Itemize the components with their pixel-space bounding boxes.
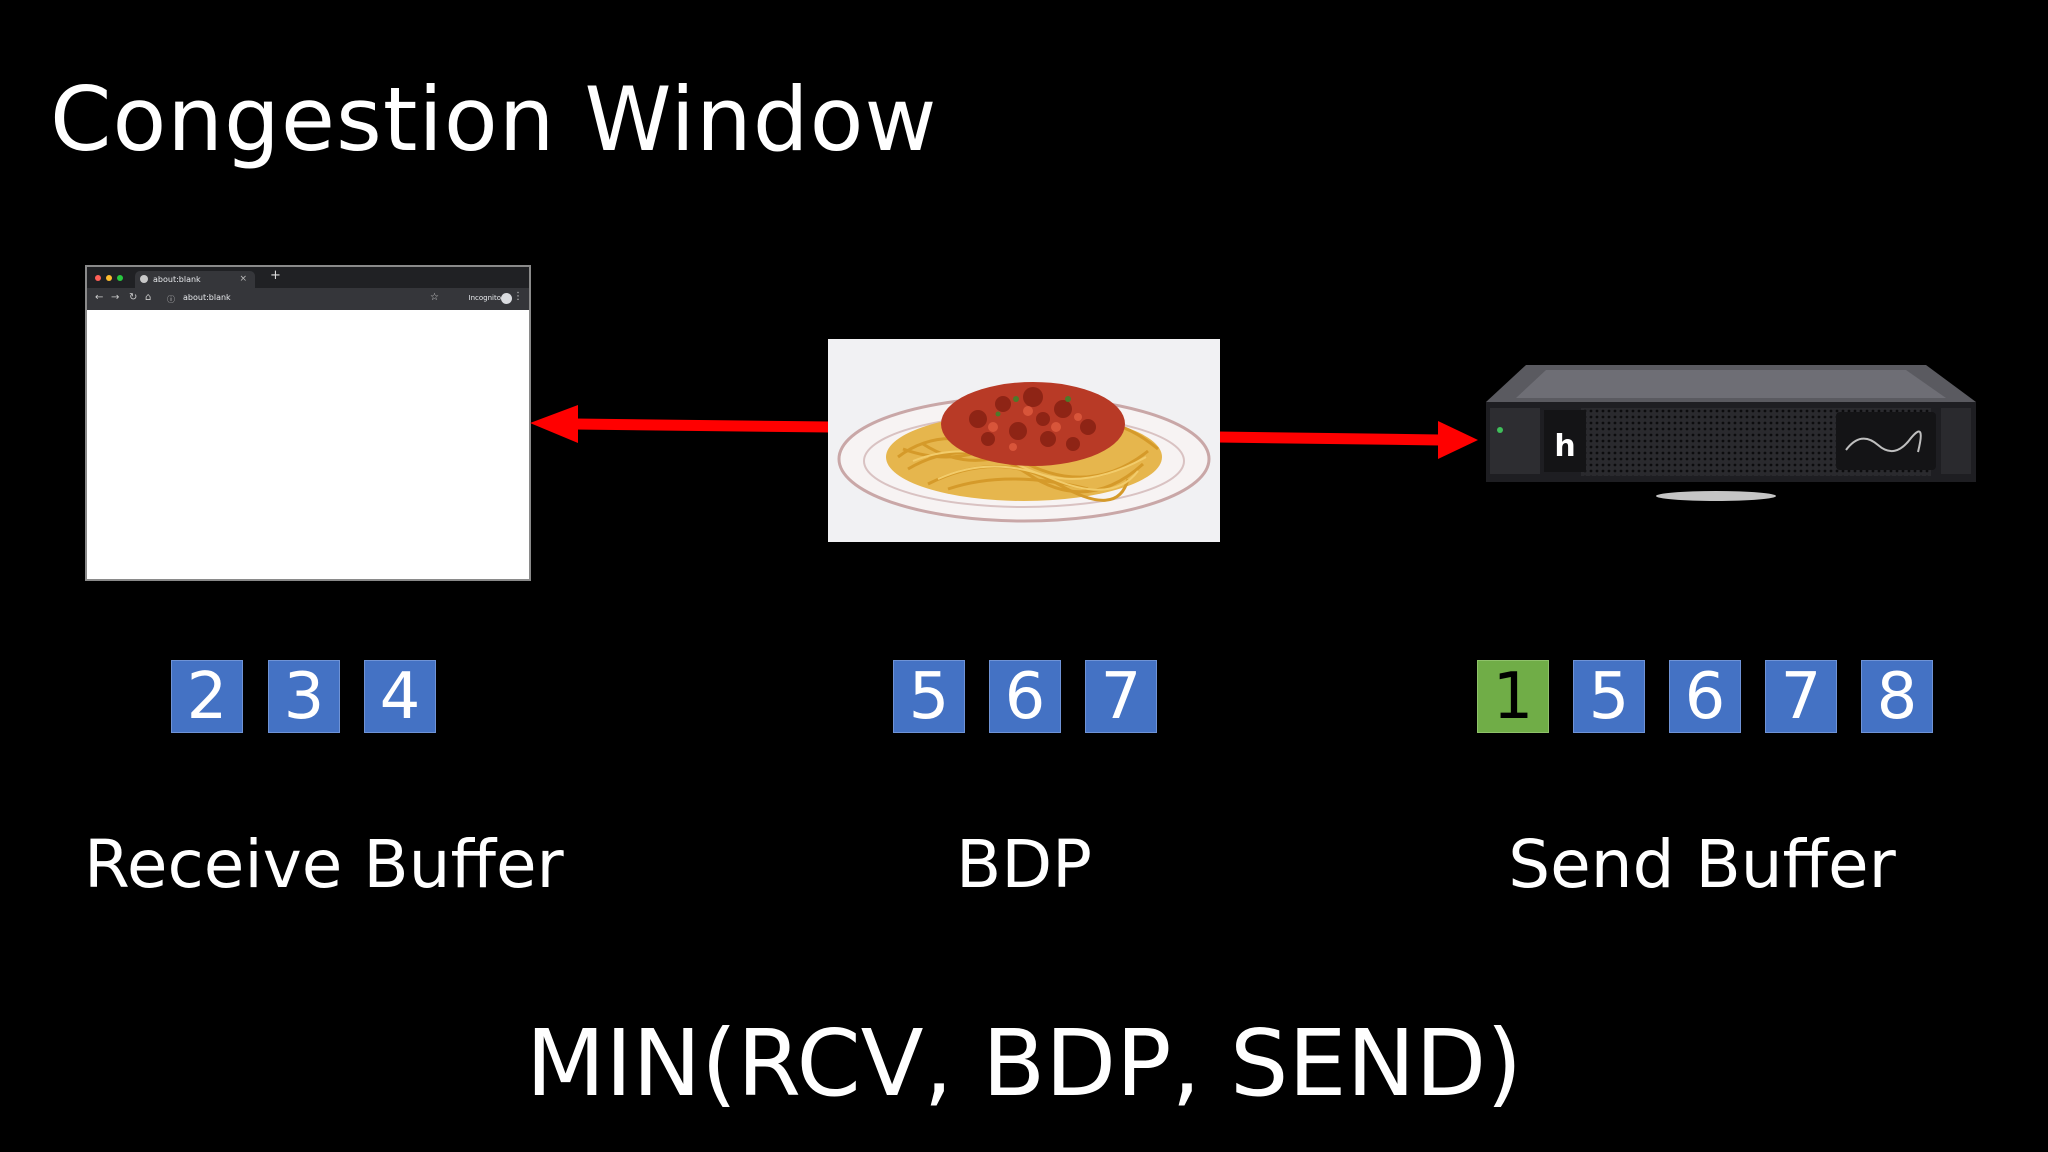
browser-window-image: about:blank × + ← → ↻ ⌂ ⓘ about:blank ☆ … — [85, 265, 531, 581]
reload-icon: ↻ — [129, 292, 138, 303]
send-buffer-label: Send Buffer — [1508, 826, 1896, 903]
maximize-dot-icon — [117, 275, 123, 281]
arrow-to-receive-buffer — [530, 405, 831, 443]
bdp-packet-box: 6 — [989, 660, 1061, 734]
browser-url: about:blank — [183, 293, 231, 302]
spaghetti-plate-image — [828, 339, 1220, 542]
svg-text:h: h — [1554, 429, 1575, 464]
browser-tab-bar: about:blank × + — [87, 267, 529, 288]
browser-tab: about:blank × — [135, 271, 255, 288]
browser-toolbar: ← → ↻ ⌂ ⓘ about:blank ☆ Incognito ⋮ — [87, 288, 529, 310]
bdp-packet-box: 7 — [1085, 660, 1157, 734]
menu-icon: ⋮ — [513, 291, 523, 302]
receive-packet-box: 3 — [268, 660, 340, 734]
forward-icon: → — [111, 292, 120, 303]
bdp-packet-box: 5 — [893, 660, 965, 734]
incognito-label: Incognito — [468, 294, 501, 302]
receive-buffer-label: Receive Buffer — [84, 826, 564, 903]
globe-icon — [140, 275, 148, 283]
receive-packet-box: 4 — [364, 660, 436, 734]
home-icon: ⌂ — [145, 292, 152, 303]
receive-packet-box: 2 — [171, 660, 243, 734]
new-tab-icon: + — [270, 268, 281, 283]
tab-close-icon: × — [239, 274, 247, 284]
minimize-dot-icon — [106, 275, 112, 281]
send-packet-box: 7 — [1765, 660, 1837, 734]
send-packet-box: 5 — [1573, 660, 1645, 734]
send-packet-box-acked: 1 — [1477, 660, 1549, 734]
info-icon: ⓘ — [167, 295, 175, 304]
star-icon: ☆ — [430, 292, 439, 303]
send-packet-box: 8 — [1861, 660, 1933, 734]
incognito-icon — [501, 293, 512, 304]
browser-tab-label: about:blank — [153, 275, 201, 284]
slide-title: Congestion Window — [50, 68, 938, 171]
bdp-label: BDP — [956, 826, 1092, 903]
send-packet-box: 6 — [1669, 660, 1741, 734]
close-dot-icon — [95, 275, 101, 281]
min-formula: MIN(RCV, BDP, SEND) — [525, 1010, 1523, 1117]
arrow-to-server — [1217, 421, 1478, 459]
back-icon: ← — [95, 292, 104, 303]
server-image: h — [1486, 360, 1976, 510]
